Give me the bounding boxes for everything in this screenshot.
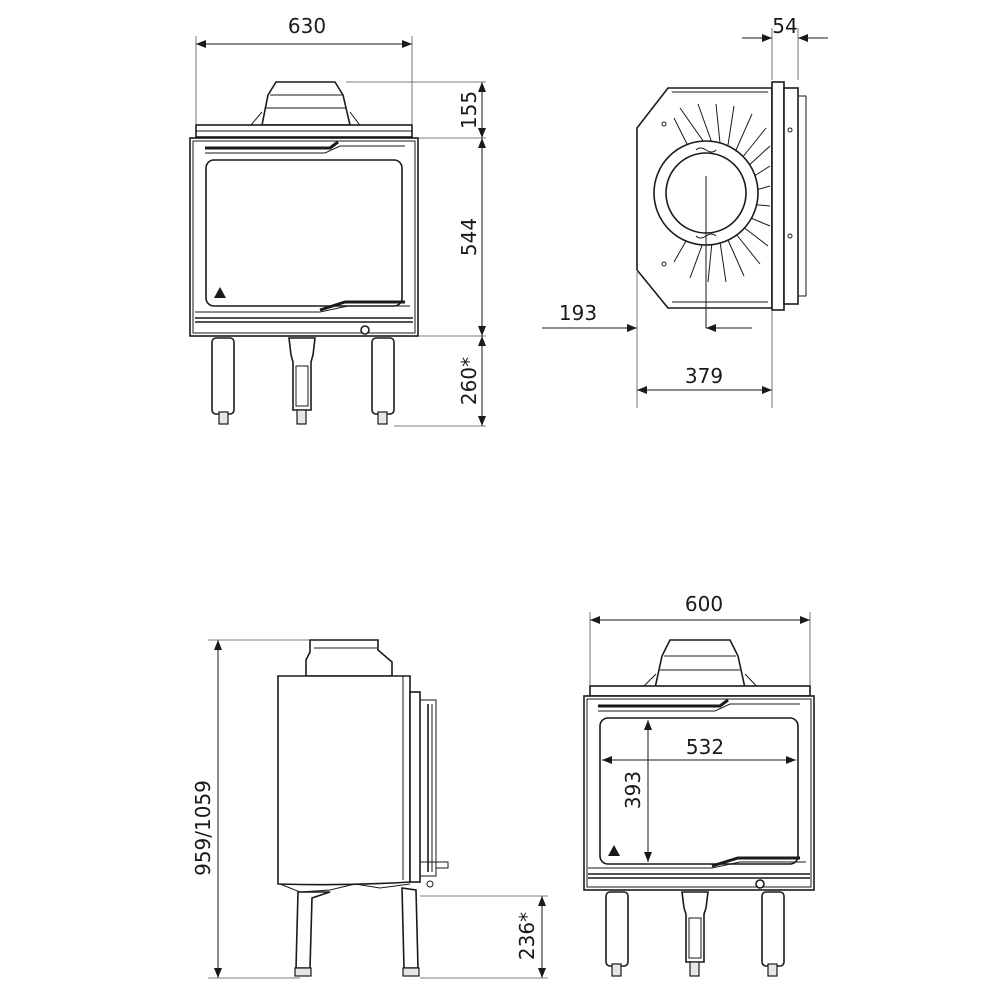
dim-glass-height-393: 393 <box>621 771 645 809</box>
dim-leg-height-236: 236* <box>515 912 539 960</box>
dim-glass-width-532: 532 <box>686 735 724 759</box>
flue-collar-bottom <box>654 639 746 689</box>
dim-depth-379: 379 <box>685 364 723 388</box>
side-body <box>277 675 411 886</box>
legs-bottom-front <box>605 891 785 977</box>
dim-total-height-959-1059: 959/1059 <box>191 780 215 876</box>
dim-width-630: 630 <box>288 14 326 38</box>
dim-frame-depth-54: 54 <box>772 14 797 38</box>
dim-width-600: 600 <box>685 592 723 616</box>
dim-flue-height-155: 155 <box>457 91 481 129</box>
side-view-bottom: 959/1059 236* <box>191 639 548 979</box>
side-flue-collar <box>305 639 393 677</box>
flue-collar <box>261 81 352 126</box>
front-view-top: 630 155 544 260* <box>189 14 486 427</box>
glass-window <box>205 159 403 307</box>
legs-side <box>294 887 420 977</box>
logo-mark <box>214 287 226 298</box>
dim-flue-offset-193: 193 <box>559 301 597 325</box>
dim-body-height-544: 544 <box>457 218 481 256</box>
dim-leg-height-260: 260* <box>457 357 481 405</box>
side-door <box>409 691 421 883</box>
legs-top-front <box>211 337 395 425</box>
side-view-top: 54 193 379 <box>542 14 828 408</box>
top-plate-bottom <box>589 685 811 697</box>
front-view-bottom: 600 532 393 <box>583 592 815 977</box>
door-frame <box>771 81 785 311</box>
